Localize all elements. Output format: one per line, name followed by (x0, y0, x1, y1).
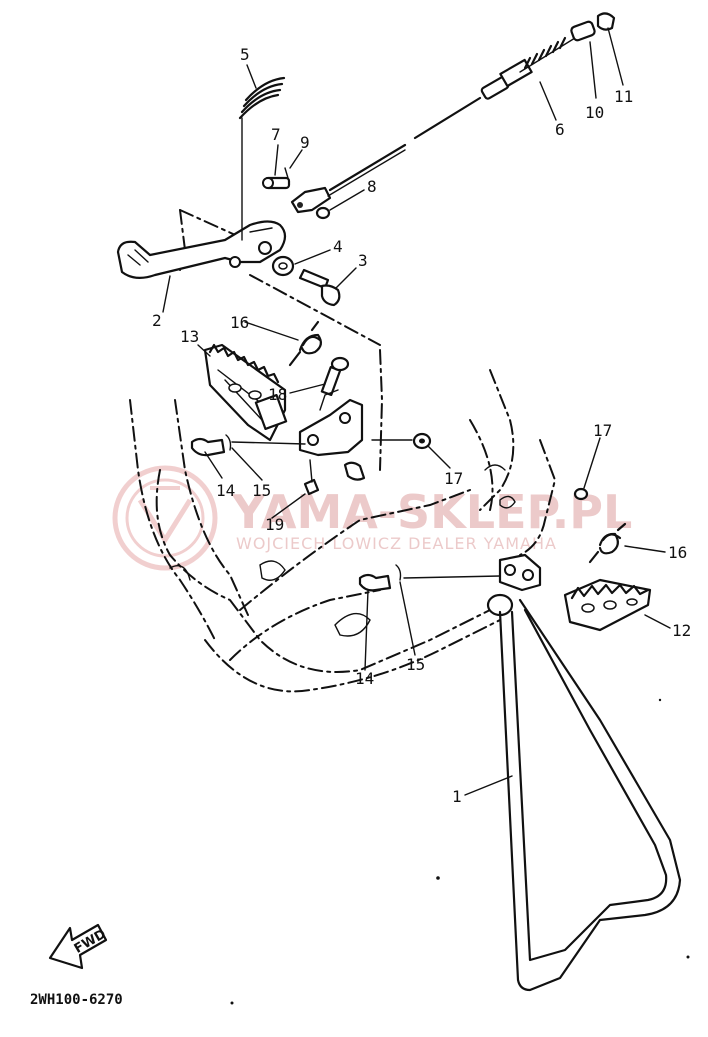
callout-5: 5 (240, 45, 250, 64)
callout-17-left: 17 (444, 469, 463, 488)
watermark: YAMA-SKLEP.PL WOJCIECH LOWICZ DEALER YAM… (112, 465, 632, 571)
right-footrest (563, 578, 652, 632)
left-footrest (203, 343, 288, 442)
callout-14-right: 14 (355, 669, 374, 688)
left-pin-and-clip (190, 434, 306, 457)
callout-9: 9 (300, 133, 310, 152)
stand (486, 593, 682, 992)
right-footrest-spring (588, 522, 627, 564)
callout-6: 6 (555, 120, 565, 139)
callout-11: 11 (614, 87, 633, 106)
callout-numbers: 1 2 3 4 5 6 7 8 9 10 11 12 13 14 14 15 1… (152, 45, 691, 806)
left-footrest-bracket (298, 389, 364, 457)
callout-8: 8 (367, 177, 377, 196)
callout-2: 2 (152, 311, 162, 330)
clevis-pin (262, 167, 291, 190)
callout-18: 18 (268, 385, 287, 404)
callout-3: 3 (358, 251, 368, 270)
small-bolt (303, 478, 320, 496)
leader-lines (162, 27, 671, 796)
callout-17-right: 17 (593, 421, 612, 440)
callout-19: 19 (265, 515, 284, 534)
callout-10: 10 (585, 103, 604, 122)
callout-15-right: 15 (406, 655, 425, 674)
nut (315, 206, 331, 220)
footrest-spring (288, 320, 322, 367)
callout-1: 1 (452, 787, 462, 806)
right-pin-and-clip (358, 564, 501, 592)
frame-outline (129, 209, 557, 693)
right-washer (573, 487, 589, 501)
callout-16-right: 16 (668, 543, 687, 562)
brake-rod (290, 36, 576, 214)
callout-16-left: 16 (230, 313, 249, 332)
brake-pedal (116, 220, 287, 279)
callout-15-left: 15 (252, 481, 271, 500)
watermark-logo-icon (112, 465, 218, 571)
callout-12: 12 (672, 621, 691, 640)
watermark-subtitle: WOJCIECH LOWICZ DEALER YAMAHA (236, 534, 557, 553)
washer-and-bolt (271, 255, 341, 307)
callout-14-left: 14 (216, 481, 235, 500)
return-spring (238, 76, 286, 241)
callout-7: 7 (271, 125, 281, 144)
fwd-arrow-icon: FWD (48, 923, 109, 970)
watermark-title: YAMA-SKLEP.PL (231, 485, 632, 539)
callout-4: 4 (333, 237, 343, 256)
mounting-bolt (320, 356, 350, 397)
left-washer (343, 432, 432, 481)
diagram-code: 2WH100-6270 (30, 992, 123, 1008)
scan-specks (230, 698, 690, 1005)
callout-13: 13 (180, 327, 199, 346)
adjusting-nut (570, 12, 616, 42)
right-footrest-bracket (498, 553, 542, 592)
